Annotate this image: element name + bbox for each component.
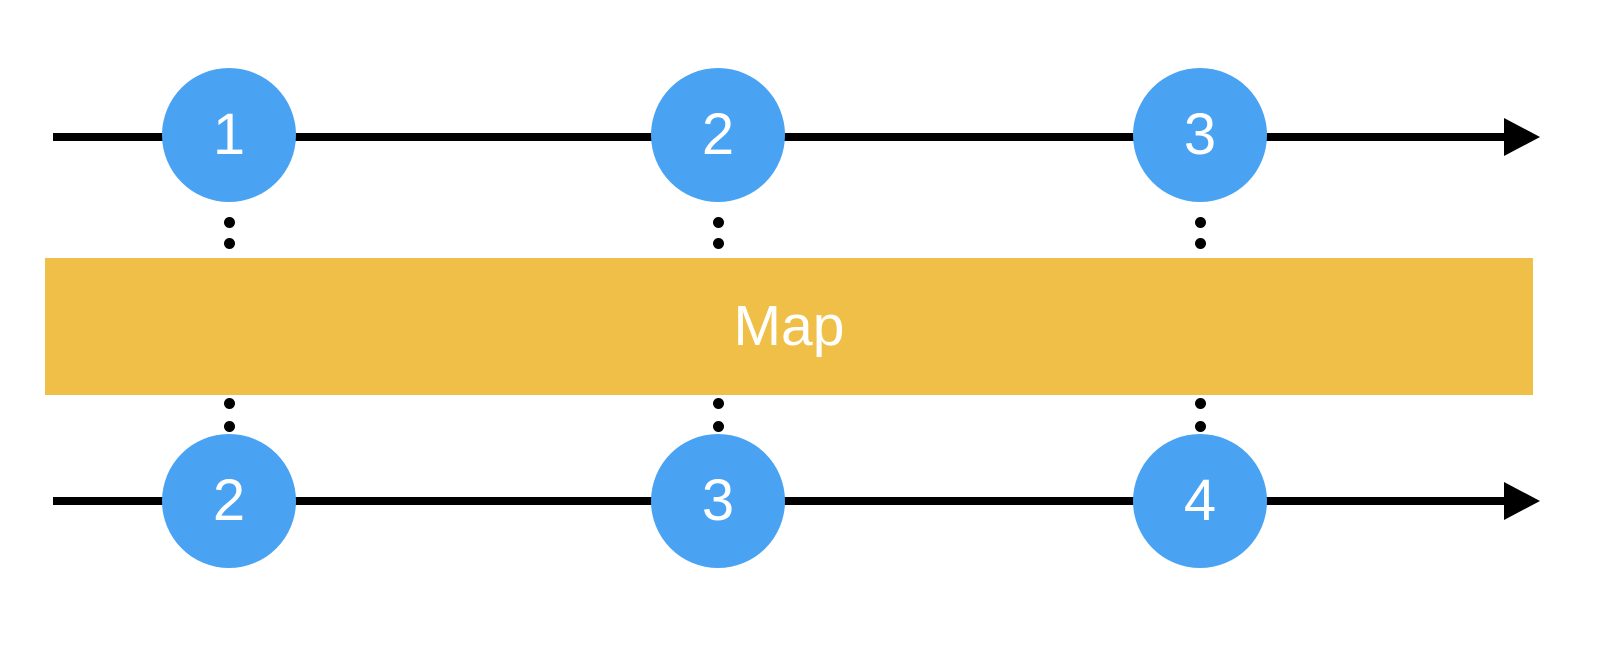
top-node-3[interactable]: 3 — [1133, 68, 1267, 202]
connector-dot — [712, 216, 724, 228]
node-label: 4 — [1183, 468, 1217, 533]
connector-dot — [1194, 216, 1206, 228]
top-node-2[interactable]: 2 — [651, 68, 785, 202]
connector-dot — [1194, 237, 1206, 249]
top-node-1[interactable]: 1 — [162, 68, 296, 202]
node-label: 3 — [1183, 102, 1217, 167]
map-band-label: Map — [733, 294, 845, 358]
node-label: 1 — [212, 102, 246, 167]
top-timeline-arrowhead-icon — [1504, 118, 1540, 156]
node-label: 2 — [212, 468, 246, 533]
node-label: 3 — [701, 468, 735, 533]
bottom-node-2[interactable]: 2 — [162, 434, 296, 568]
connector-dot — [223, 420, 235, 432]
connector-dot — [223, 237, 235, 249]
connector-dot — [223, 216, 235, 228]
connector-dot — [223, 397, 235, 409]
bottom-timeline-arrowhead-icon — [1504, 482, 1540, 520]
connector-dot — [712, 420, 724, 432]
bottom-node-3[interactable]: 3 — [651, 434, 785, 568]
map-band[interactable]: Map — [45, 258, 1533, 395]
connector-dot — [1194, 420, 1206, 432]
connector-dot — [712, 397, 724, 409]
connector-dot — [1194, 397, 1206, 409]
connector-dot — [712, 237, 724, 249]
node-label: 2 — [701, 102, 735, 167]
bottom-node-4[interactable]: 4 — [1133, 434, 1267, 568]
